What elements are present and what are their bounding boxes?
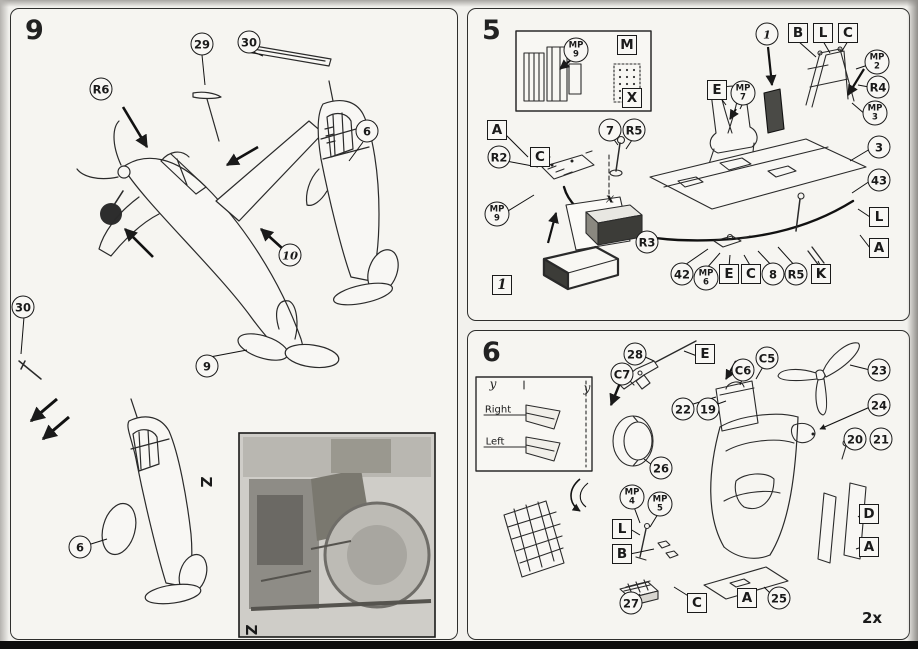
callout-mp-9: MP 9 xyxy=(563,37,589,63)
callout-k: K xyxy=(811,264,831,284)
callout-b: B xyxy=(612,544,632,564)
callout-25: 25 xyxy=(767,586,791,610)
callout-19: 19 xyxy=(696,397,720,421)
callout-mp-2: MP 2 xyxy=(864,49,890,75)
callout-27: 27 xyxy=(619,591,643,615)
callout-y: y xyxy=(489,377,497,391)
callout-mp-3: MP 3 xyxy=(862,100,888,126)
callout-a: A xyxy=(859,537,879,557)
callout-c: C xyxy=(687,593,707,613)
callout-20: 20 xyxy=(843,427,867,451)
callout-x: x xyxy=(606,191,614,207)
callout-d: D xyxy=(859,504,879,524)
callout-r6: R6 xyxy=(89,77,113,101)
callout-mp-9: MP 9 xyxy=(484,201,510,227)
callout-mp-7: MP 7 xyxy=(730,80,756,106)
callout-mp-4: MP 4 xyxy=(619,484,645,510)
step-number: 5 xyxy=(482,15,501,46)
callout-r5: R5 xyxy=(622,118,646,142)
scan-edge-bottom xyxy=(0,641,918,649)
step-9-illustration xyxy=(18,44,436,638)
callout-m: M xyxy=(617,35,637,55)
step-number: 6 xyxy=(482,337,501,368)
callout-b: B xyxy=(788,23,808,43)
step-5-panel: 5 xyxy=(467,8,910,321)
callout-c5: C5 xyxy=(755,346,779,370)
callout-26: 26 xyxy=(649,456,673,480)
callout-21: 21 xyxy=(869,427,893,451)
callout-l: L xyxy=(612,519,632,539)
callout-left: Left xyxy=(485,436,505,448)
callout-30: 30 xyxy=(11,295,35,319)
callout-23: 23 xyxy=(867,358,891,382)
scan-edge-right xyxy=(907,0,918,649)
callout-c: C xyxy=(741,264,761,284)
callout-c: C xyxy=(838,23,858,43)
callout-6: 6 xyxy=(68,535,92,559)
scan-edge-top xyxy=(0,0,918,7)
step-9-panel: 9 xyxy=(10,8,458,640)
callout-e: E xyxy=(707,80,727,100)
callout-24: 24 xyxy=(867,393,891,417)
callout-1: 1 xyxy=(755,22,779,46)
callout-28: 28 xyxy=(623,342,647,366)
callout-8: 8 xyxy=(761,262,785,286)
callout-c: C xyxy=(530,147,550,167)
callout-e: E xyxy=(695,344,715,364)
callout-x: X xyxy=(622,88,642,108)
callout-22: 22 xyxy=(671,397,695,421)
callout-mp-5: MP 5 xyxy=(647,491,673,517)
callout-c7: C7 xyxy=(610,362,634,386)
callout-r4: R4 xyxy=(866,75,890,99)
callout-7: 7 xyxy=(598,118,622,142)
callout-r2: R2 xyxy=(487,145,511,169)
callout-6: 6 xyxy=(355,119,379,143)
callout-z: Z xyxy=(242,624,260,636)
scan-edge-left xyxy=(0,0,9,649)
callout-l: L xyxy=(869,207,889,227)
step-6-illustration xyxy=(475,340,871,607)
callout-z: Z xyxy=(197,476,215,488)
callout-42: 42 xyxy=(670,262,694,286)
callout-e: E xyxy=(719,264,739,284)
callout-right: Right xyxy=(484,404,512,416)
step-6-panel: 6 xyxy=(467,330,910,640)
callout-43: 43 xyxy=(867,168,891,192)
callout-l: L xyxy=(813,23,833,43)
callout-a: A xyxy=(737,588,757,608)
callout-30: 30 xyxy=(237,30,261,54)
callout-c6: C6 xyxy=(731,358,755,382)
callout-9: 9 xyxy=(195,354,219,378)
callout-r5: R5 xyxy=(784,262,808,286)
callout-a: A xyxy=(487,120,507,140)
callout-2x: 2x xyxy=(861,609,883,627)
left-right-inset xyxy=(475,376,593,472)
cockpit-photo-inset xyxy=(238,432,436,638)
callout-a: A xyxy=(869,238,889,258)
callout-3: 3 xyxy=(867,135,891,159)
callout-29: 29 xyxy=(190,32,214,56)
callout-mp-6: MP 6 xyxy=(693,265,719,291)
callout-10: 10 xyxy=(278,243,302,267)
callout-1: 1 xyxy=(492,275,512,295)
callout-y: y xyxy=(583,381,591,395)
step-number: 9 xyxy=(25,15,44,46)
callout-r3: R3 xyxy=(635,230,659,254)
